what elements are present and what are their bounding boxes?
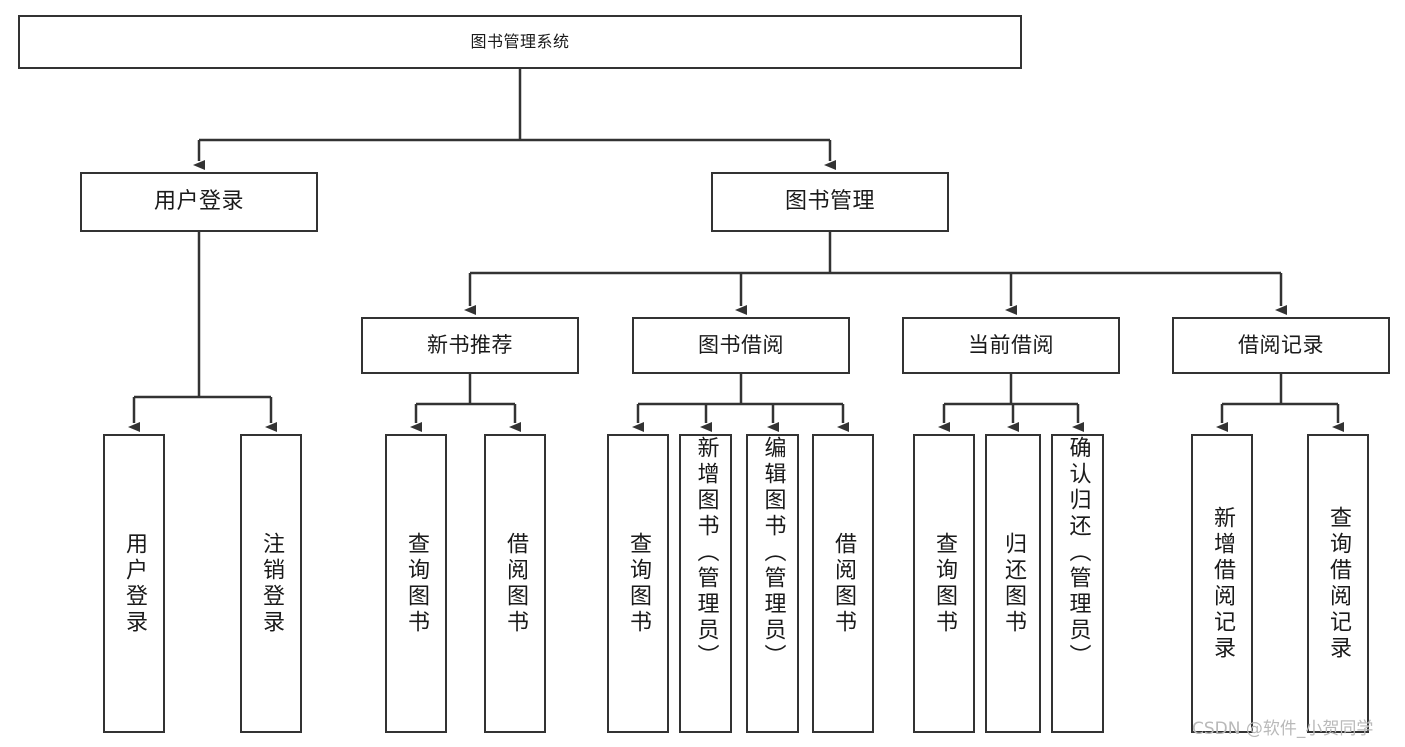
node-leaf-user-login[interactable]: 用户登录 <box>103 434 165 733</box>
node-leaf-confirm-return[interactable]: 确认归还（管理员） <box>1051 434 1104 733</box>
node-label-user-login: 用户登录 <box>153 189 244 215</box>
node-current-borrow[interactable]: 当前借阅 <box>902 317 1120 374</box>
node-label-leaf-add-book: 新增图书（管理员） <box>693 436 719 670</box>
node-leaf-query-book-1[interactable]: 查询图书 <box>385 434 447 733</box>
node-leaf-edit-book[interactable]: 编辑图书（管理员） <box>746 434 799 733</box>
node-label-leaf-edit-book: 编辑图书（管理员） <box>760 436 786 670</box>
watermark-text: CSDN @软件_小贺同学 <box>1192 719 1374 739</box>
node-root[interactable]: 图书管理系统 <box>18 15 1022 69</box>
node-leaf-query-book-3[interactable]: 查询图书 <box>913 434 975 733</box>
node-label-leaf-logout: 注销登录 <box>259 531 284 636</box>
node-label-root: 图书管理系统 <box>470 31 570 51</box>
node-label-leaf-borrow-book-2: 借阅图书 <box>831 531 856 636</box>
node-label-book-borrow: 图书借阅 <box>698 333 784 358</box>
node-leaf-query-book-2[interactable]: 查询图书 <box>607 434 669 733</box>
node-label-leaf-borrow-book-1: 借阅图书 <box>503 531 528 636</box>
node-book-manage[interactable]: 图书管理 <box>711 172 949 232</box>
node-borrow-record[interactable]: 借阅记录 <box>1172 317 1390 374</box>
node-leaf-borrow-book-2[interactable]: 借阅图书 <box>812 434 874 733</box>
node-label-borrow-record: 借阅记录 <box>1238 333 1324 358</box>
node-label-book-manage: 图书管理 <box>784 189 875 215</box>
node-leaf-add-record[interactable]: 新增借阅记录 <box>1191 434 1253 733</box>
node-label-leaf-confirm-return: 确认归还（管理员） <box>1065 436 1091 670</box>
node-user-login[interactable]: 用户登录 <box>80 172 318 232</box>
node-label-leaf-query-book-1: 查询图书 <box>404 531 429 636</box>
node-label-current-borrow: 当前借阅 <box>968 333 1054 358</box>
node-leaf-logout[interactable]: 注销登录 <box>240 434 302 733</box>
node-label-leaf-return-book: 归还图书 <box>1001 531 1026 636</box>
node-label-new-book-rec: 新书推荐 <box>427 333 513 358</box>
node-label-leaf-query-book-3: 查询图书 <box>932 531 957 636</box>
node-leaf-query-record[interactable]: 查询借阅记录 <box>1307 434 1369 733</box>
node-leaf-borrow-book-1[interactable]: 借阅图书 <box>484 434 546 733</box>
node-leaf-return-book[interactable]: 归还图书 <box>985 434 1041 733</box>
node-label-leaf-query-book-2: 查询图书 <box>626 531 651 636</box>
node-label-leaf-user-login: 用户登录 <box>122 531 147 636</box>
node-leaf-add-book[interactable]: 新增图书（管理员） <box>679 434 732 733</box>
node-book-borrow[interactable]: 图书借阅 <box>632 317 850 374</box>
node-new-book-rec[interactable]: 新书推荐 <box>361 317 579 374</box>
node-label-leaf-query-record: 查询借阅记录 <box>1326 505 1351 662</box>
node-label-leaf-add-record: 新增借阅记录 <box>1210 505 1235 662</box>
